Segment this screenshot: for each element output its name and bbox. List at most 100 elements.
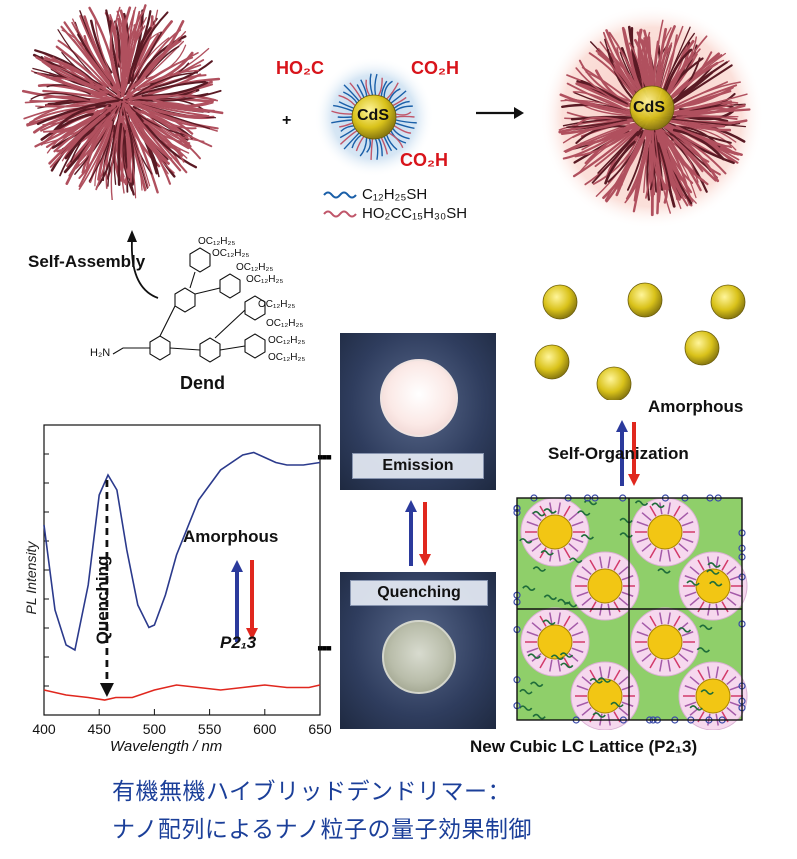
cds-ligand <box>377 77 383 96</box>
dendron-fiber <box>578 59 634 104</box>
lattice-ligand <box>673 547 681 559</box>
lattice-ligand <box>581 566 592 576</box>
dendron-structure <box>112 247 266 363</box>
dendron-fiber <box>85 113 116 170</box>
dendron-fiber <box>574 121 642 158</box>
cds-ligand <box>331 110 353 115</box>
lattice-chain <box>532 566 547 572</box>
lattice-ligand <box>563 547 571 559</box>
carboxyl-label-left: HO₂C <box>276 58 324 78</box>
dendron-fiber <box>122 130 133 192</box>
lattice-chain <box>580 534 595 540</box>
lattice-ligand <box>599 666 603 679</box>
dendron-fiber <box>654 123 689 207</box>
lattice-ligand <box>549 659 553 672</box>
lattice-ligand <box>531 622 542 632</box>
dendron-fiber <box>654 132 671 214</box>
lattice-ligand <box>581 596 592 606</box>
alkoxy-chain-6: OC₁₂H₂₅ <box>266 318 304 329</box>
nanoparticle <box>596 366 632 400</box>
lattice-chain <box>689 705 703 711</box>
dendron-fiber <box>657 142 674 202</box>
lattice-ligand <box>667 612 671 625</box>
dendron-fiber <box>95 131 114 191</box>
dendron-fiber <box>672 124 737 151</box>
dendron-fiber <box>579 121 638 146</box>
y-axis-label: PL Intensity <box>23 541 39 615</box>
chart-p213-label: P2₁3 <box>220 633 257 652</box>
lattice-ligand <box>689 676 700 686</box>
lattice-ligand <box>697 559 705 571</box>
lattice-ligand <box>621 685 634 691</box>
lattice-ligand <box>726 676 737 686</box>
japanese-caption-line2: ナノ配列によるナノ粒子の量子効果制御 <box>112 816 533 842</box>
lattice-ligand <box>526 631 539 637</box>
dendron-fiber <box>51 115 106 167</box>
lattice-ligand <box>531 542 542 552</box>
lattice-ligand <box>613 669 621 681</box>
dendron-fiber <box>121 52 199 101</box>
lattice-ligand <box>613 601 621 613</box>
lattice-ligand <box>599 556 603 569</box>
cds-ligand <box>395 111 412 116</box>
lattice-ligand <box>589 559 597 571</box>
lattice-chain <box>619 532 633 538</box>
lattice-chain <box>589 678 603 684</box>
lattice-ligand <box>726 596 737 606</box>
lattice-chain <box>610 701 624 708</box>
nanoparticle <box>627 282 663 318</box>
lattice-ligand <box>563 657 571 669</box>
lattice-chain <box>532 713 546 720</box>
cds-ligand <box>338 94 356 107</box>
lattice-nanoparticle <box>695 678 731 714</box>
dendron-fiber <box>42 89 111 100</box>
alkoxy-chain-2: OC₁₂H₂₅ <box>212 248 250 259</box>
photo-switch-arrows <box>405 500 431 566</box>
lattice-ligand <box>613 559 621 571</box>
lattice-chain <box>592 712 606 718</box>
dendron-fiber <box>130 100 208 118</box>
dendron-fiber <box>575 125 626 145</box>
dendron-fiber <box>141 81 209 98</box>
dendron-fiber <box>83 15 121 96</box>
plus-sign: + <box>282 112 292 129</box>
quenching-arrow-head <box>99 683 114 697</box>
lattice-ligand <box>715 666 719 679</box>
lattice-ligand <box>581 706 592 716</box>
dendron-fiber <box>129 121 159 194</box>
dendron-fiber <box>46 76 108 97</box>
lattice-chain <box>707 562 721 568</box>
alkoxy-chain-3: OC₁₂H₂₅ <box>236 262 274 273</box>
lattice-ligand <box>689 566 700 576</box>
dendron-fiber <box>675 71 714 101</box>
dendron-fiber <box>628 42 645 90</box>
cds-ligand <box>333 104 354 112</box>
complex-graphic <box>540 5 764 229</box>
alkoxy-chain-1: OC₁₂H₂₅ <box>198 236 236 247</box>
lattice-ligand <box>549 549 553 562</box>
cubic-lattice-graphic <box>513 494 748 731</box>
lattice-chain <box>527 653 541 659</box>
self-organization-arrows <box>616 420 640 486</box>
lattice-ligand <box>678 622 689 632</box>
lattice-chain <box>651 502 665 509</box>
dendron-fiber <box>78 120 113 188</box>
dendron-fiber <box>126 69 199 99</box>
dendron-fiber <box>652 126 662 189</box>
dendron-fiber <box>566 119 628 129</box>
cds-ligand <box>374 73 378 96</box>
benzene-ring-core <box>149 335 171 361</box>
lattice-chain <box>657 568 671 574</box>
cds-ligand <box>366 138 371 153</box>
carboxyl-label-right: CO₂H <box>411 58 459 78</box>
series-line-p213 <box>43 684 321 701</box>
dendron-fiber <box>127 20 185 92</box>
lattice-ligand <box>571 537 584 543</box>
cds-ligand <box>343 132 360 150</box>
dendron-fiber <box>126 103 181 152</box>
dendron-fiber <box>139 124 168 162</box>
cds-ligand <box>343 84 360 102</box>
dendron-fiber <box>134 72 199 97</box>
lattice-chain <box>706 569 720 575</box>
lattice-ligand <box>581 676 592 686</box>
